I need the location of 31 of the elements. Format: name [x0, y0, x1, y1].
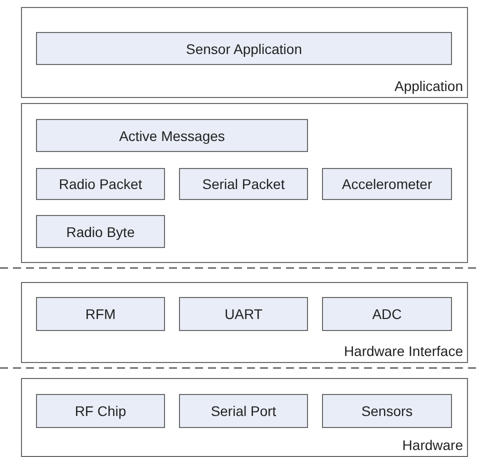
component-label: Sensor Application [186, 40, 302, 56]
component-label: Serial Port [210, 403, 276, 419]
layer-band [21, 7, 468, 98]
layer-band [21, 282, 468, 363]
component-label: RFM [85, 306, 116, 322]
component-label: UART [224, 306, 262, 322]
component-box [179, 168, 308, 200]
layer-band [21, 103, 468, 263]
component-label: Sensors [361, 403, 413, 419]
component-label: Active Messages [119, 128, 225, 144]
component-label: Accelerometer [342, 176, 432, 192]
component-box [179, 297, 308, 331]
layer-label: Application [394, 78, 463, 94]
component-label: RF Chip [74, 403, 126, 419]
component-label: Radio Byte [66, 224, 135, 240]
component-box [36, 119, 308, 152]
layer-label: Hardware Interface [344, 343, 463, 359]
component-box [36, 297, 165, 331]
component-label: Radio Packet [58, 176, 142, 192]
component-label: ADC [372, 306, 402, 322]
component-box [36, 168, 165, 200]
layer-band [21, 378, 468, 457]
component-box [179, 394, 308, 428]
component-box [36, 394, 165, 428]
component-box [322, 394, 452, 428]
component-box [322, 168, 452, 200]
component-box [36, 215, 165, 248]
component-box [322, 297, 452, 331]
component-label: Serial Packet [202, 176, 285, 192]
layer-label: Hardware [402, 437, 463, 453]
component-box [36, 32, 452, 65]
